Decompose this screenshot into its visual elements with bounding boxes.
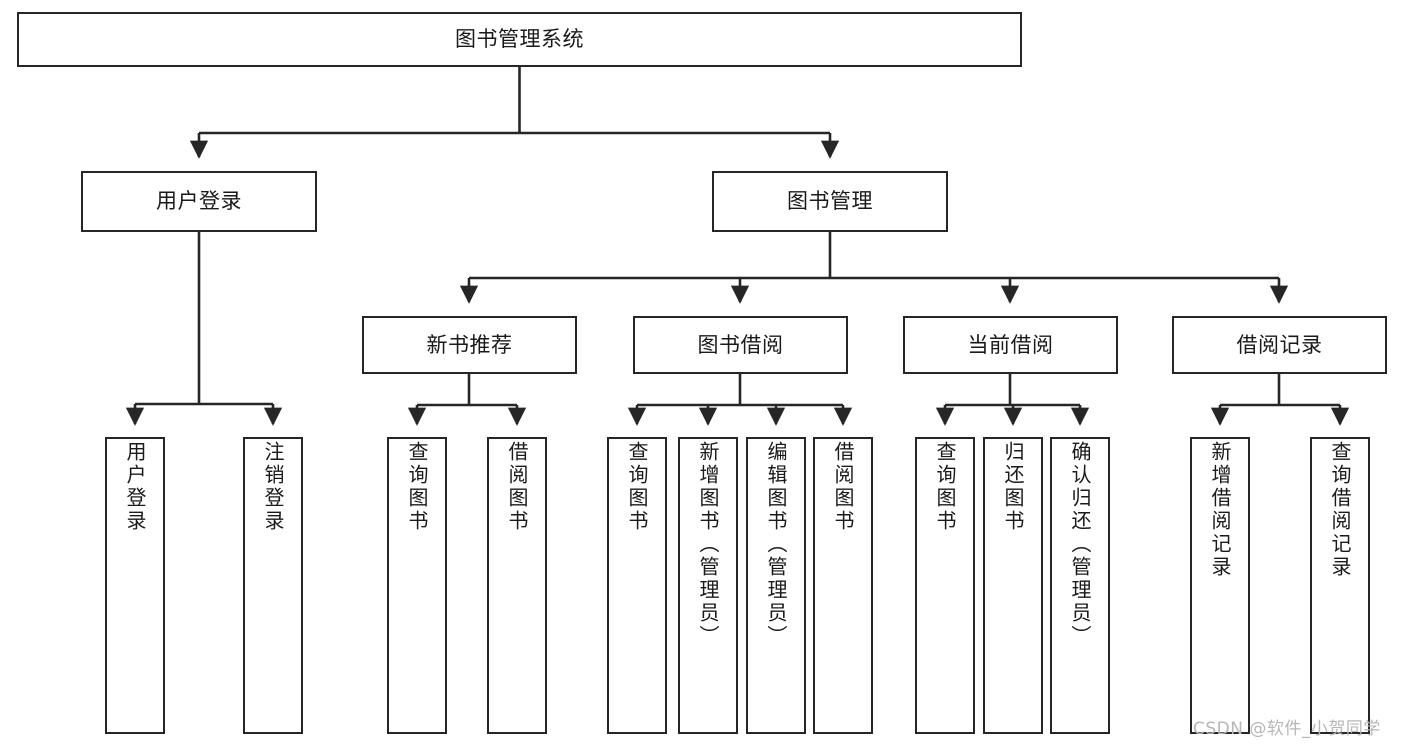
node-borrow-record-label: 借阅记录 bbox=[1236, 332, 1323, 357]
node-leaf-borrow-book-1[interactable]: 借阅图书 bbox=[487, 437, 547, 734]
node-leaf-edit-book-admin[interactable]: 编辑图书（管理员） bbox=[746, 437, 806, 734]
node-leaf-confirm-return-admin[interactable]: 确认归还（管理员） bbox=[1050, 437, 1110, 734]
node-leaf-edit-book-admin-label: 编辑图书（管理员） bbox=[764, 441, 788, 648]
node-book-management-label: 图书管理 bbox=[787, 189, 873, 214]
node-current-borrow-label: 当前借阅 bbox=[967, 332, 1054, 357]
node-leaf-query-book-2-label: 查询图书 bbox=[625, 441, 649, 533]
node-leaf-logout-label: 注销登录 bbox=[261, 441, 285, 533]
node-leaf-borrow-book-2[interactable]: 借阅图书 bbox=[813, 437, 873, 734]
node-leaf-user-login-label: 用户登录 bbox=[123, 441, 147, 533]
node-leaf-query-book-1-label: 查询图书 bbox=[405, 441, 429, 533]
node-leaf-add-book-admin-label: 新增图书（管理员） bbox=[696, 441, 720, 648]
node-leaf-confirm-return-admin-label: 确认归还（管理员） bbox=[1068, 441, 1092, 648]
node-book-borrow-label: 图书借阅 bbox=[697, 332, 784, 357]
node-new-book-recommend-label: 新书推荐 bbox=[426, 332, 513, 357]
node-leaf-borrow-book-1-label: 借阅图书 bbox=[505, 441, 529, 533]
node-leaf-query-borrow-record-label: 查询借阅记录 bbox=[1328, 441, 1352, 579]
node-root-label: 图书管理系统 bbox=[455, 27, 584, 52]
node-book-borrow[interactable]: 图书借阅 bbox=[633, 316, 848, 374]
node-leaf-add-borrow-record-label: 新增借阅记录 bbox=[1208, 441, 1232, 579]
csdn-watermark: CSDN @软件_小贺同学 bbox=[1193, 719, 1381, 739]
node-leaf-borrow-book-2-label: 借阅图书 bbox=[831, 441, 855, 533]
node-leaf-logout[interactable]: 注销登录 bbox=[243, 437, 303, 734]
node-root[interactable]: 图书管理系统 bbox=[17, 12, 1022, 67]
node-leaf-return-book[interactable]: 归还图书 bbox=[983, 437, 1043, 734]
node-book-management[interactable]: 图书管理 bbox=[712, 171, 948, 232]
node-leaf-query-book-1[interactable]: 查询图书 bbox=[387, 437, 447, 734]
node-leaf-query-book-2[interactable]: 查询图书 bbox=[607, 437, 667, 734]
node-leaf-query-book-3[interactable]: 查询图书 bbox=[915, 437, 975, 734]
node-leaf-query-borrow-record[interactable]: 查询借阅记录 bbox=[1310, 437, 1370, 734]
node-leaf-return-book-label: 归还图书 bbox=[1001, 441, 1025, 533]
node-leaf-user-login[interactable]: 用户登录 bbox=[105, 437, 165, 734]
node-leaf-add-book-admin[interactable]: 新增图书（管理员） bbox=[678, 437, 738, 734]
node-leaf-query-book-3-label: 查询图书 bbox=[933, 441, 957, 533]
node-current-borrow[interactable]: 当前借阅 bbox=[903, 316, 1118, 374]
node-user-login[interactable]: 用户登录 bbox=[81, 171, 317, 232]
node-borrow-record[interactable]: 借阅记录 bbox=[1172, 316, 1387, 374]
node-leaf-add-borrow-record[interactable]: 新增借阅记录 bbox=[1190, 437, 1250, 734]
node-new-book-recommend[interactable]: 新书推荐 bbox=[362, 316, 577, 374]
node-user-login-label: 用户登录 bbox=[156, 189, 242, 214]
